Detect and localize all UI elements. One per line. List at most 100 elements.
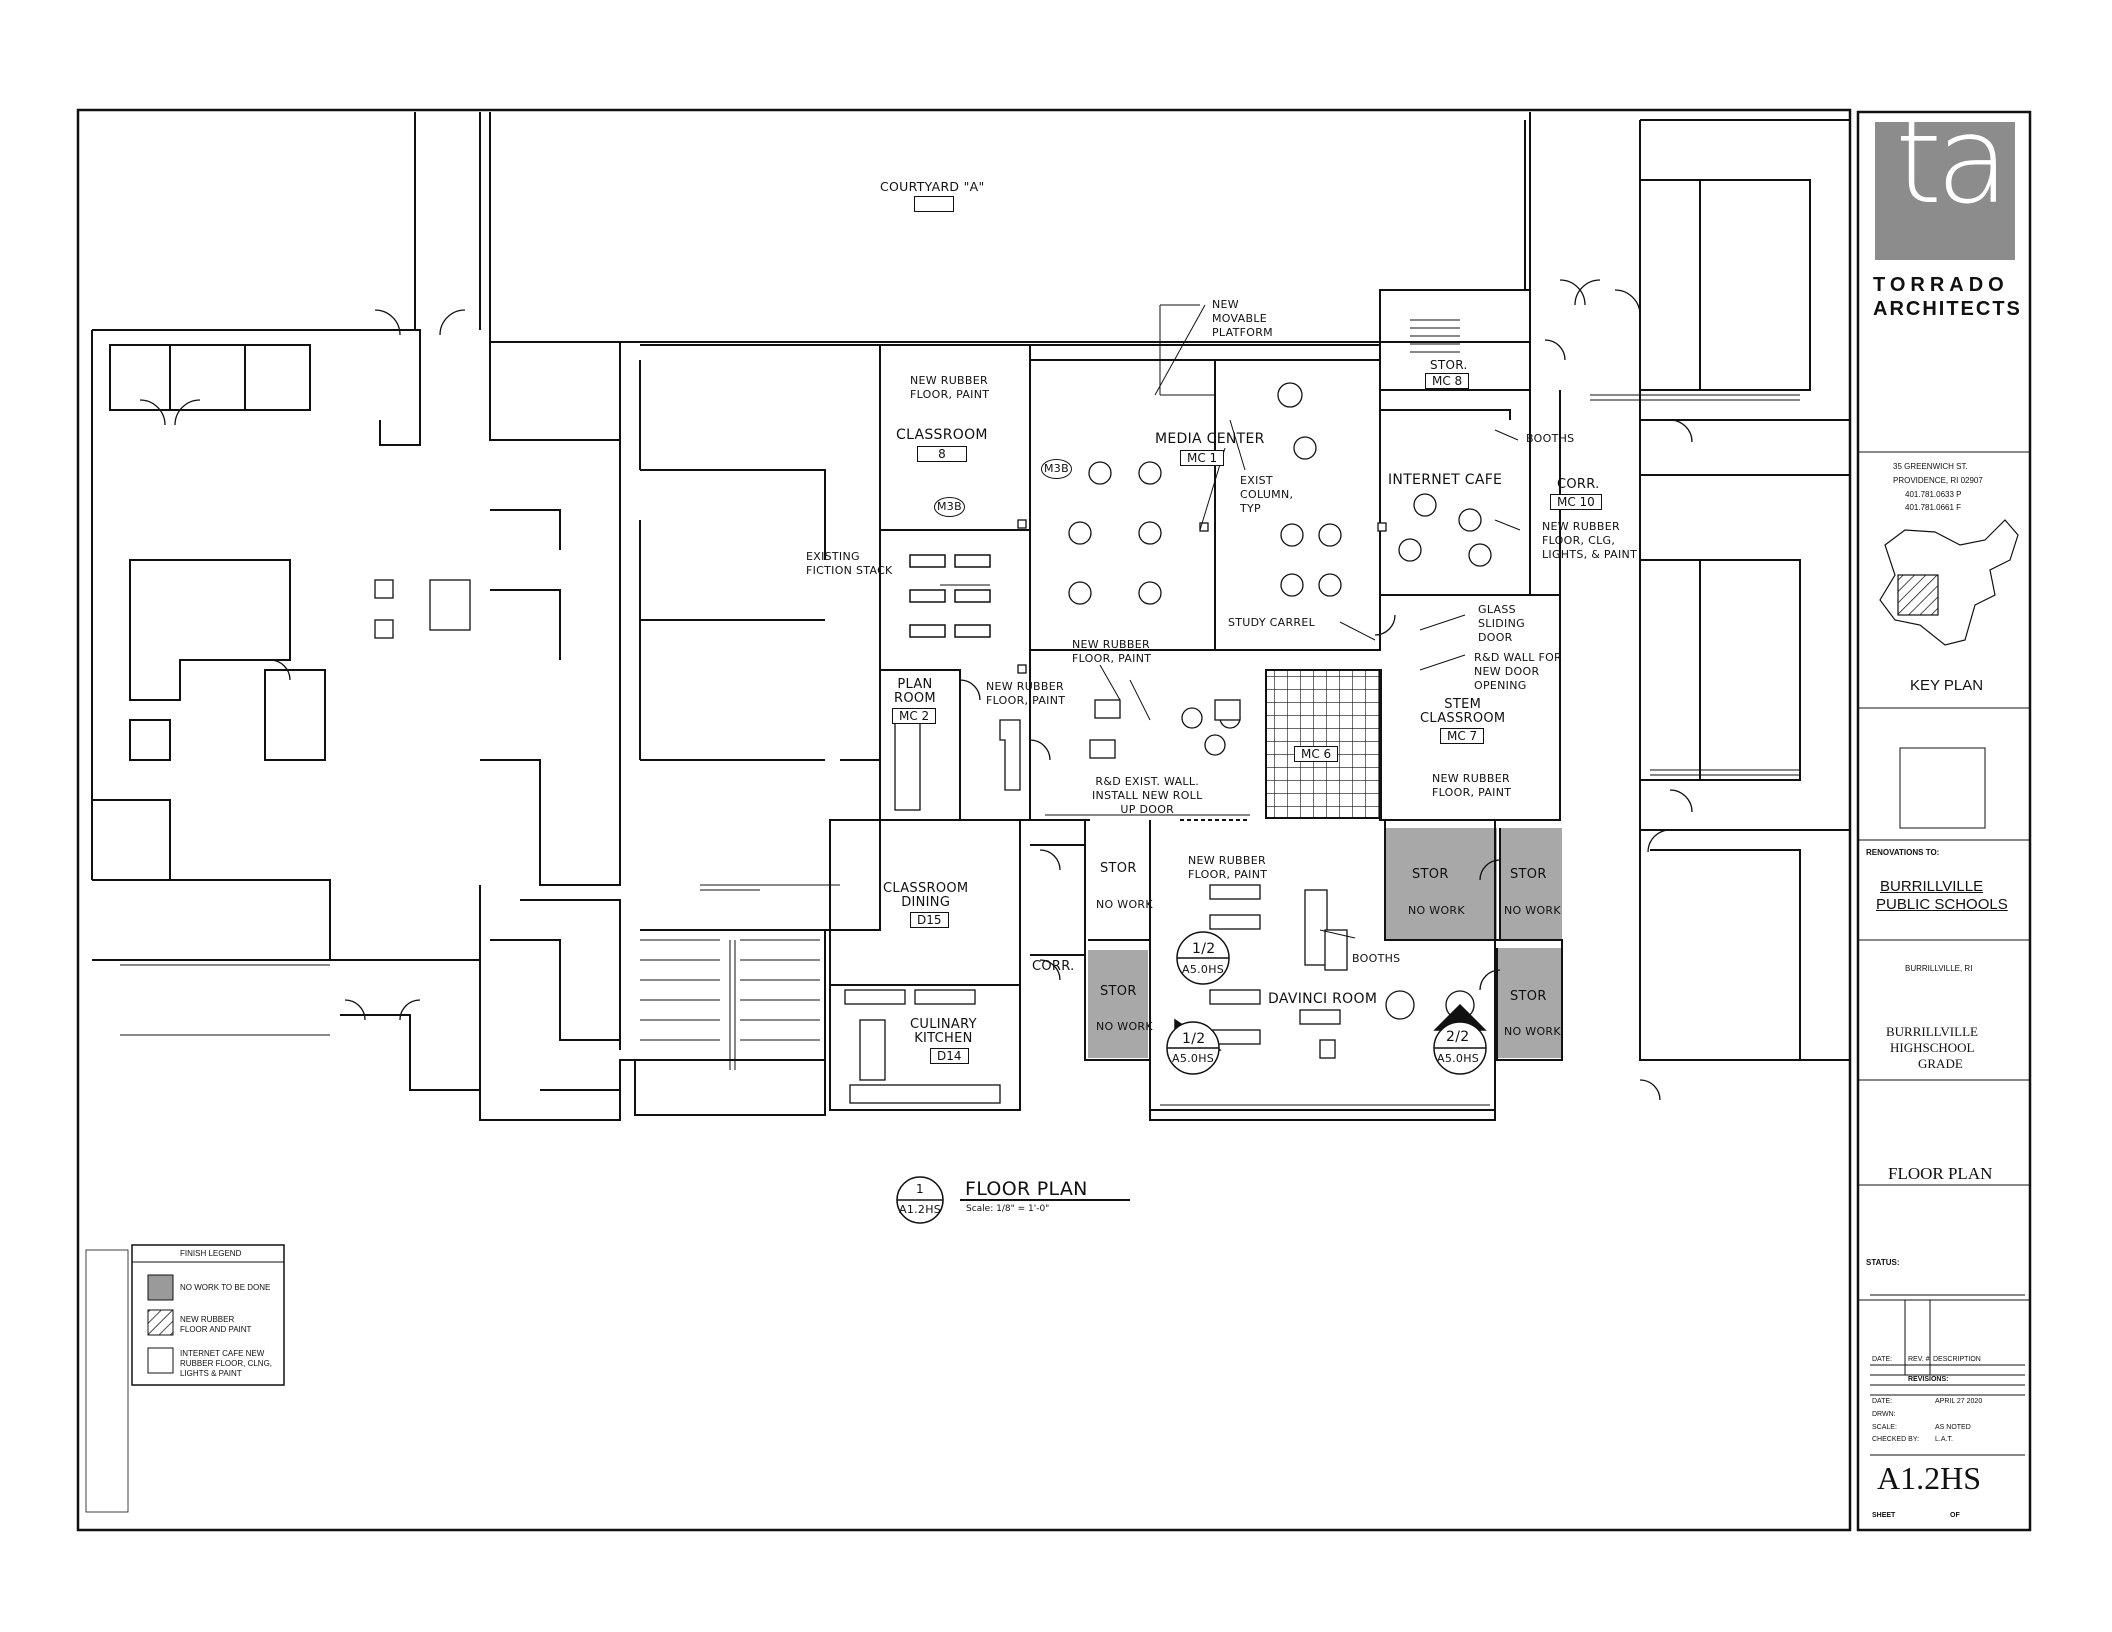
media-floor-note: NEW RUBBER FLOOR, PAINT xyxy=(1072,638,1152,665)
title-block-lines xyxy=(1858,122,2030,1456)
stor5-note: NO WORK xyxy=(1504,1025,1561,1038)
door-swings xyxy=(139,279,1693,1101)
stor3-name: STOR xyxy=(1412,867,1449,882)
mc6-tag: MC 6 xyxy=(1294,746,1339,762)
stor1-note: NO WORK xyxy=(1096,898,1153,911)
stor1-name: STOR xyxy=(1100,861,1137,876)
info-drawn-label: DRWN: xyxy=(1872,1411,1896,1418)
project-line1: BURRILLVILLE xyxy=(1886,1024,1978,1039)
stor-mc8-tag: MC 8 xyxy=(1425,373,1470,389)
internet-cafe-name: INTERNET CAFE xyxy=(1388,472,1503,488)
courtyard-tag xyxy=(914,196,954,212)
key-plan-label: KEY PLAN xyxy=(1910,677,1984,694)
dining-tag: D15 xyxy=(910,912,949,928)
media-center-tag: MC 1 xyxy=(1180,450,1225,466)
legend-item-rubber: NEW RUBBER FLOOR AND PAINT xyxy=(180,1315,252,1334)
renovations-label: RENOVATIONS TO: xyxy=(1866,848,1940,857)
title-marker xyxy=(896,1176,1130,1224)
section-b-num: 1/2 xyxy=(1182,1031,1206,1047)
status-label: STATUS: xyxy=(1866,1258,1900,1267)
info-date-value: APRIL 27 2020 xyxy=(1935,1398,1983,1405)
stor5-name: STOR xyxy=(1510,989,1547,1004)
sheet-border xyxy=(76,108,2032,1532)
davinci-furniture xyxy=(1209,884,1348,1059)
rd-exist-wall-note: R&D EXIST. WALL. INSTALL NEW ROLL UP DOO… xyxy=(1092,775,1203,816)
firm-fax: 401.781.0661 F xyxy=(1905,503,1962,512)
plan-room-note: NEW RUBBER FLOOR, PAINT xyxy=(986,680,1066,707)
info-scale-value: AS NOTED xyxy=(1935,1424,1971,1431)
kitchen-counters xyxy=(844,989,1001,1104)
firm-name-line2: ARCHITECTS xyxy=(1873,298,2022,320)
exist-column-note: EXIST COLUMN, TYP xyxy=(1240,474,1294,515)
rev-header-date: DATE: xyxy=(1872,1356,1893,1363)
section-a-num: 1/2 xyxy=(1192,941,1216,957)
info-checked-value: L.A.T. xyxy=(1935,1436,1953,1443)
legend-frame xyxy=(85,1244,285,1513)
existing-fiction-note: EXISTING FICTION STACK xyxy=(806,550,893,577)
firm-address-2: PROVIDENCE, RI 02907 xyxy=(1893,476,1983,485)
classroom-dining-name: CLASSROOM DINING xyxy=(883,881,969,910)
rd-wall-note: R&D WALL FOR NEW DOOR OPENING xyxy=(1474,651,1562,692)
media-center-name: MEDIA CENTER xyxy=(1155,431,1265,447)
stor4-name: STOR xyxy=(1510,867,1547,882)
new-platform-note: NEW MOVABLE PLATFORM xyxy=(1212,298,1273,339)
sheet-number: A1.2HS xyxy=(1877,1460,1982,1496)
client-location: BURRILLVILLE, RI xyxy=(1905,964,1973,973)
drawing-scale: Scale: 1/8" = 1'-0" xyxy=(966,1204,1050,1214)
revisions-label: REVISIONS: xyxy=(1908,1376,1949,1383)
sheet-title: FLOOR PLAN xyxy=(1888,1164,1993,1183)
info-scale-label: SCALE: xyxy=(1872,1424,1897,1431)
client-line2: PUBLIC SCHOOLS xyxy=(1876,896,2008,913)
title-marker-number: 1 xyxy=(916,1182,924,1196)
booths-top-note: BOOTHS xyxy=(1526,432,1575,445)
title-marker-sheet: A1.2HS xyxy=(899,1203,942,1216)
courtyard-label: COURTYARD "A" xyxy=(880,179,985,194)
cafe-note: NEW RUBBER FLOOR, CLG, LIGHTS, & PAINT xyxy=(1542,520,1638,561)
stor-mc8-name: STOR. xyxy=(1430,358,1468,372)
no-work-areas xyxy=(1088,828,1562,1058)
section-b-ref: A5.0HS xyxy=(1172,1052,1215,1065)
davinci-floor-note: NEW RUBBER FLOOR, PAINT xyxy=(1188,854,1268,881)
glass-door-note: GLASS SLIDING DOOR xyxy=(1478,603,1525,644)
sheet-label: SHEET xyxy=(1872,1512,1896,1519)
m3b-tag-a: M3B xyxy=(1041,459,1072,479)
mc6-grid-room xyxy=(1265,669,1382,819)
rev-header-description: DESCRIPTION xyxy=(1933,1356,1981,1363)
restroom-stalls xyxy=(640,939,820,1070)
info-date-label: DATE: xyxy=(1872,1398,1893,1405)
project-line3: GRADE xyxy=(1918,1056,1963,1071)
classroom8-tag: 8 xyxy=(917,446,967,462)
section-c-num: 2/2 xyxy=(1446,1029,1470,1045)
stor2-name: STOR xyxy=(1100,984,1137,999)
drawing-title: FLOOR PLAN xyxy=(965,1178,1088,1200)
davinci-name: DAVINCI ROOM xyxy=(1268,991,1378,1007)
corr-mc10-tag: MC 10 xyxy=(1550,494,1602,510)
firm-name-line1: TORRADO xyxy=(1873,274,2009,296)
booths-mid-note: BOOTHS xyxy=(1352,952,1401,965)
firm-address-1: 35 GREENWICH ST. xyxy=(1893,462,1968,471)
columns xyxy=(374,519,1387,674)
project-line2: HIGHSCHOOL xyxy=(1890,1040,1975,1055)
info-checked-label: CHECKED BY: xyxy=(1872,1436,1920,1443)
corr-mid-name: CORR. xyxy=(1032,959,1075,974)
stor2-note: NO WORK xyxy=(1096,1020,1153,1033)
classroom8-name: CLASSROOM xyxy=(896,427,988,443)
study-carrel-note: STUDY CARREL xyxy=(1228,616,1316,629)
walls xyxy=(91,112,1850,1121)
stor4-note: NO WORK xyxy=(1504,904,1561,917)
stem-tag: MC 7 xyxy=(1440,728,1485,744)
legend-item-cafe: INTERNET CAFE NEW RUBBER FLOOR, CLNG, LI… xyxy=(180,1349,273,1378)
section-markers xyxy=(1166,931,1487,1075)
legend-item-no-work: NO WORK TO BE DONE xyxy=(180,1283,271,1292)
plan-room-tag: MC 2 xyxy=(892,708,937,724)
rev-header-number: REV. # xyxy=(1908,1356,1930,1363)
plan-room-name: PLAN ROOM xyxy=(894,677,936,706)
section-a-ref: A5.0HS xyxy=(1182,963,1225,976)
plan-room-table xyxy=(894,699,1121,811)
stor3-note: NO WORK xyxy=(1408,904,1465,917)
corr-mc10-name: CORR. xyxy=(1557,477,1600,492)
culinary-name: CULINARY KITCHEN xyxy=(910,1017,977,1046)
stairs xyxy=(1410,319,1800,776)
